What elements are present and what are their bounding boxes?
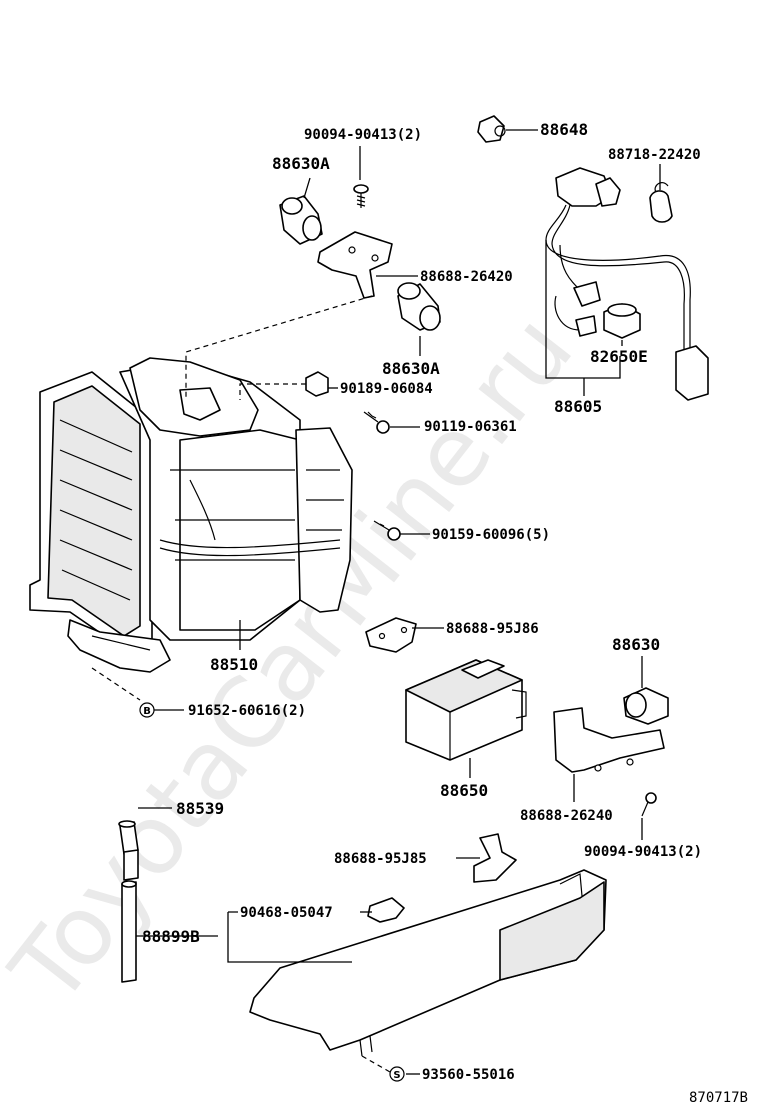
bracket-88688-95J86-drawing [365, 617, 417, 653]
bracket-88688-26240-drawing [553, 707, 665, 773]
label-93560: 93560-55016 [422, 1067, 515, 1083]
label-88510: 88510 [210, 655, 258, 674]
label-88688-95J86: 88688-95J86 [446, 621, 539, 637]
label-90094-top: 90094-90413(2) [304, 127, 422, 143]
label-88630A-top: 88630A [272, 154, 330, 173]
dash-line-1 [185, 295, 373, 398]
label-88899B: 88899B [142, 927, 200, 946]
marker-s-letter: S [393, 1070, 400, 1081]
label-88718: 88718-22420 [608, 147, 701, 163]
label-88630: 88630 [612, 635, 660, 654]
label-91652: 91652-60616(2) [188, 703, 306, 719]
label-82650E: 82650E [590, 347, 648, 366]
label-90119: 90119-06361 [424, 419, 517, 435]
screw-90119-drawing [363, 411, 390, 434]
sensor-88630A-top-drawing [279, 195, 323, 245]
unit-88510-drawing [29, 357, 353, 673]
dash-line-2 [239, 383, 306, 400]
screw-top-drawing [353, 184, 369, 208]
tube-88899B-drawing [121, 880, 137, 983]
marker-s: S [389, 1066, 405, 1082]
label-90468: 90468-05047 [240, 905, 333, 921]
label-88688-95J85: 88688-95J85 [334, 851, 427, 867]
bracket-88688-95J85-drawing [473, 833, 517, 883]
clip-90189-drawing [305, 371, 329, 397]
leader-88899B [136, 911, 352, 963]
label-88605: 88605 [554, 397, 602, 416]
leader-88630A-top [303, 177, 311, 199]
duct-lower-drawing [249, 869, 607, 1057]
sensor-88630-drawing [623, 687, 669, 725]
label-90189: 90189-06084 [340, 381, 433, 397]
leader-88605 [545, 240, 621, 396]
connector-88648-drawing [477, 115, 506, 143]
screw-bottom-drawing [641, 792, 657, 817]
label-90094-bot: 90094-90413(2) [584, 844, 702, 860]
amplifier-88650-drawing [405, 659, 527, 761]
label-88688-26240: 88688-26240 [520, 808, 613, 824]
label-88630A-mid: 88630A [382, 359, 440, 378]
tube-88539-drawing [118, 820, 139, 881]
sensor-88630A-mid-drawing [397, 282, 441, 331]
harness-88605-drawing [545, 167, 709, 401]
dash-line-3 [91, 667, 141, 701]
marker-b: B [139, 702, 155, 718]
label-88688-26420: 88688-26420 [420, 269, 513, 285]
clip-88718-drawing [649, 182, 673, 223]
figure-code: 870717B [689, 1090, 748, 1106]
clip-90468-drawing [367, 897, 405, 923]
label-90159: 90159-60096(5) [432, 527, 550, 543]
relay-82650E-drawing [603, 303, 641, 339]
bracket-88688-26420-drawing [317, 231, 393, 299]
label-88539: 88539 [176, 799, 224, 818]
marker-b-letter: B [143, 706, 151, 717]
label-88648: 88648 [540, 120, 588, 139]
label-88650: 88650 [440, 781, 488, 800]
dash-line-4 [361, 1055, 391, 1073]
